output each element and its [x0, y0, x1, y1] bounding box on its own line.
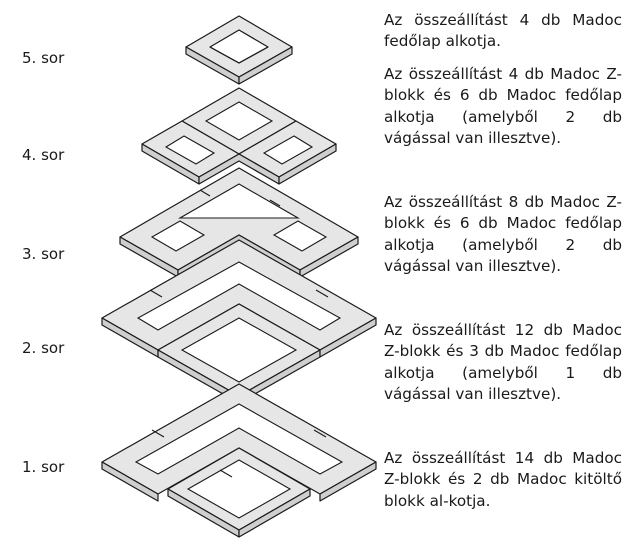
layer-2-frame: [101, 239, 377, 404]
layer-3-frame: [119, 167, 359, 278]
row-2-description: Az összeállítást 12 db Madoc Z-blokk és …: [384, 321, 622, 404]
row-label-4: 4. sor: [22, 146, 65, 164]
row-label-3: 3. sor: [22, 245, 65, 263]
layer-5-frame: [185, 15, 293, 85]
row-3-description: Az összeállítást 8 db Madoc Z-blokk és 6…: [384, 193, 622, 276]
layer-1-frame: [101, 383, 377, 538]
row-4-description: Az összeállítást 4 db Madoc Z-blokk és 6…: [384, 65, 622, 148]
row-5-description: Az összeállítást 4 db Madoc fedőlap alko…: [384, 11, 622, 51]
row-1-description: Az összeállítást 14 db Madoc Z-blokk és …: [384, 449, 622, 510]
row-label-1: 1. sor: [22, 458, 65, 476]
block-stack-diagram: [101, 15, 377, 538]
row-label-5: 5. sor: [22, 49, 65, 67]
row-label-2: 2. sor: [22, 339, 65, 357]
layer-4-frame: [141, 87, 337, 185]
